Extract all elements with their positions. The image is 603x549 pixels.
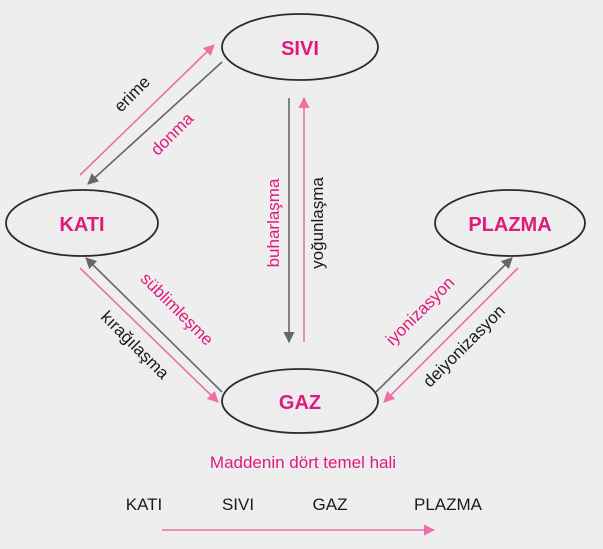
- diagram-caption: Maddenin dört temel hali: [210, 453, 396, 472]
- order-item: KATI: [126, 495, 163, 514]
- erime-arrow: [79, 44, 215, 176]
- sivi-node: [221, 13, 379, 81]
- kiragilasma-arrow: [79, 267, 219, 403]
- plazma-label: PLAZMA: [468, 214, 551, 236]
- order-item: PLAZMA: [414, 495, 483, 514]
- deiyonizasyon-label: deiyonizasyon: [419, 301, 509, 391]
- buharlasma-label: buharlaşma: [264, 178, 283, 267]
- sivi-label: SIVI: [281, 38, 319, 60]
- kati-node: [5, 189, 159, 257]
- sublimlesme-arrow: [85, 257, 223, 393]
- sublimlesme-label: süblimleşme: [137, 269, 217, 349]
- iyonizasyon-arrow: [375, 257, 513, 393]
- deiyonizasyon-arrow: [383, 267, 519, 403]
- plazma-node: [434, 189, 586, 257]
- gaz-node: [221, 368, 379, 434]
- kati-label: KATI: [59, 214, 104, 236]
- yogunlasma-label: yoğunlaşma: [308, 177, 327, 269]
- iyonizasyon-label: iyonizasyon: [382, 273, 458, 349]
- order-item: GAZ: [313, 495, 348, 514]
- kiragilasma-label: kırağılaşma: [97, 307, 173, 383]
- gaz-label: GAZ: [279, 392, 321, 414]
- donma-label: donma: [147, 109, 198, 160]
- order-item: SIVI: [222, 495, 254, 514]
- donma-arrow: [87, 61, 223, 185]
